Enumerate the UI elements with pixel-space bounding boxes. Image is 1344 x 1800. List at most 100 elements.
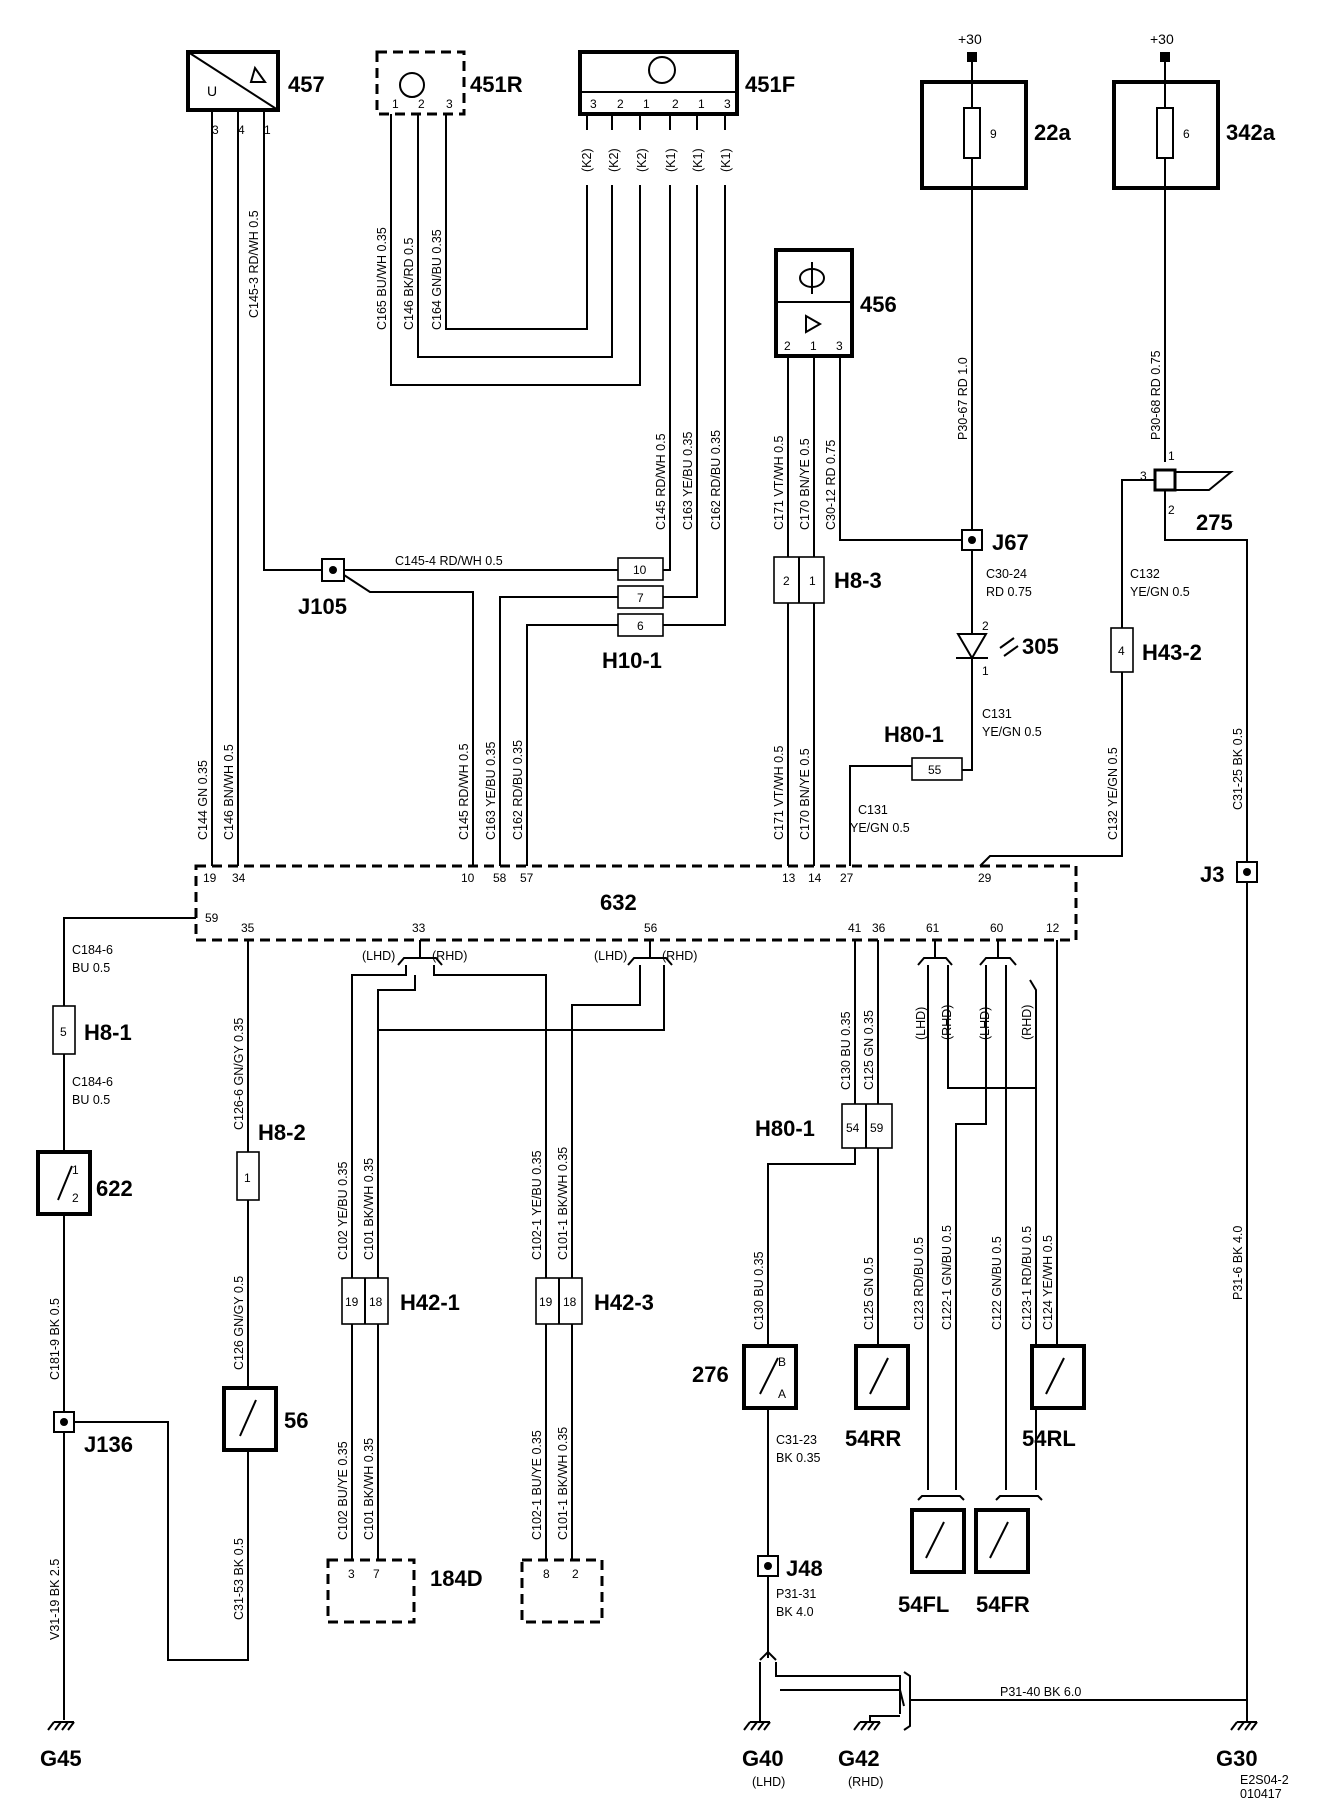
svg-text:010417: 010417	[1240, 1787, 1282, 1800]
svg-text:C132 YE/GN 0.5: C132 YE/GN 0.5	[1106, 747, 1120, 840]
svg-text:YE/GN 0.5: YE/GN 0.5	[1130, 585, 1190, 599]
circuit-h42-3: (LHD) (RHD) C102-1 YE/BU 0.35 C101-1 BK/…	[378, 940, 697, 1560]
component-184d: 3 7 184D 8 2	[326, 1558, 604, 1624]
svg-text:58: 58	[493, 871, 507, 885]
svg-text:C184-6: C184-6	[72, 943, 113, 957]
component-456: 2 1 3 456 C171 VT/WH 0.5 C170 BN/YE 0.5 …	[772, 248, 968, 866]
svg-text:10: 10	[461, 871, 475, 885]
svg-text:H10-1: H10-1	[602, 648, 662, 673]
svg-text:27: 27	[840, 871, 854, 885]
diagram-code: E2S04-2 010417	[1240, 1773, 1289, 1800]
circuit-275: P30-68 RD 0.75 3 1 2 275 C132 YE/GN 0.5 …	[979, 188, 1258, 1712]
svg-text:C31-23: C31-23	[776, 1433, 817, 1447]
svg-text:A: A	[778, 1387, 786, 1401]
svg-text:1: 1	[1168, 449, 1175, 463]
svg-text:6: 6	[1183, 127, 1190, 141]
svg-text:E2S04-2: E2S04-2	[1240, 1773, 1289, 1787]
svg-text:C145 RD/WH 0.5: C145 RD/WH 0.5	[457, 743, 471, 840]
svg-text:C171 VT/WH 0.5: C171 VT/WH 0.5	[772, 435, 786, 530]
svg-text:C162 RD/BU 0.35: C162 RD/BU 0.35	[709, 430, 723, 530]
svg-text:14: 14	[808, 871, 822, 885]
svg-text:C126 GN/GY 0.5: C126 GN/GY 0.5	[232, 1276, 246, 1370]
svg-text:H42-1: H42-1	[400, 1290, 460, 1315]
svg-text:C170 BN/YE 0.5: C170 BN/YE 0.5	[798, 438, 812, 530]
svg-text:C131: C131	[858, 803, 888, 817]
svg-text:C30-12 RD 0.75: C30-12 RD 0.75	[824, 440, 838, 530]
fuse-22a: +30 9 22a	[920, 31, 1071, 190]
svg-text:(K2): (K2)	[580, 148, 594, 172]
svg-text:C163 YE/BU 0.35: C163 YE/BU 0.35	[484, 742, 498, 840]
svg-text:9: 9	[990, 127, 997, 141]
svg-text:3: 3	[836, 339, 843, 353]
svg-text:H8-1: H8-1	[84, 1020, 132, 1045]
svg-text:18: 18	[563, 1295, 577, 1309]
wires-to-632-left: C144 GN 0.35 C146 BN/WH 0.5	[196, 744, 236, 840]
svg-text:6: 6	[637, 619, 644, 633]
svg-text:2: 2	[783, 574, 790, 588]
svg-text:451R: 451R	[470, 72, 523, 97]
relay-labels: (K2) (K2) (K2) (K1) (K1) (K1)	[580, 148, 733, 172]
svg-text:34: 34	[232, 871, 246, 885]
svg-text:V31-19 BK 2.5: V31-19 BK 2.5	[48, 1559, 62, 1640]
svg-text:P31-6 BK 4.0: P31-6 BK 4.0	[1231, 1226, 1245, 1300]
svg-text:C30-24: C30-24	[986, 567, 1027, 581]
svg-text:(LHD): (LHD)	[362, 949, 395, 963]
svg-text:(K2): (K2)	[607, 148, 621, 172]
svg-text:1: 1	[810, 339, 817, 353]
svg-text:H8-2: H8-2	[258, 1120, 306, 1145]
svg-text:C146 BN/WH 0.5: C146 BN/WH 0.5	[222, 744, 236, 840]
svg-text:59: 59	[205, 911, 219, 925]
svg-text:(LHD): (LHD)	[594, 949, 627, 963]
svg-text:3: 3	[1140, 469, 1147, 483]
svg-text:C145 RD/WH 0.5: C145 RD/WH 0.5	[654, 433, 668, 530]
svg-text:C162 RD/BU 0.35: C162 RD/BU 0.35	[511, 740, 525, 840]
svg-text:451F: 451F	[745, 72, 795, 97]
svg-text:C31-53 BK 0.5: C31-53 BK 0.5	[232, 1538, 246, 1620]
junction-j105: J105 C145-4 RD/WH 0.5 C145 RD/WH 0.5	[298, 554, 618, 866]
component-457: U 457 3 4 1	[186, 50, 325, 137]
svg-text:33: 33	[412, 921, 426, 935]
svg-text:12: 12	[1046, 921, 1060, 935]
svg-text:19: 19	[539, 1295, 553, 1309]
svg-text:13: 13	[782, 871, 796, 885]
svg-text:C102 BU/YE 0.35: C102 BU/YE 0.35	[336, 1441, 350, 1540]
svg-text:2: 2	[72, 1191, 79, 1205]
svg-text:4: 4	[1118, 644, 1125, 658]
svg-text:C31-25 BK 0.5: C31-25 BK 0.5	[1231, 728, 1245, 810]
svg-text:P31-40 BK 6.0: P31-40 BK 6.0	[1000, 1685, 1081, 1699]
svg-text:632: 632	[600, 890, 637, 915]
svg-text:275: 275	[1196, 510, 1233, 535]
svg-text:36: 36	[872, 921, 886, 935]
svg-text:60: 60	[990, 921, 1004, 935]
svg-text:305: 305	[1022, 634, 1059, 659]
svg-text:3: 3	[348, 1567, 355, 1581]
svg-text:C102-1 YE/BU 0.35: C102-1 YE/BU 0.35	[530, 1150, 544, 1260]
svg-text:276: 276	[692, 1362, 729, 1387]
circuit-h42-1: (LHD) (RHD) C102 YE/BU 0.35 C101 BK/WH 0…	[336, 940, 547, 1560]
svg-text:3: 3	[446, 97, 453, 111]
svg-text:54: 54	[846, 1121, 860, 1135]
svg-text:19: 19	[203, 871, 217, 885]
svg-text:C102-1 BU/YE 0.35: C102-1 BU/YE 0.35	[530, 1430, 544, 1540]
component-451f: 3 2 1 2 1 3 451F	[578, 50, 795, 116]
svg-text:(K2): (K2)	[635, 148, 649, 172]
svg-text:C122 GN/BU 0.5: C122 GN/BU 0.5	[990, 1236, 1004, 1330]
svg-text:5: 5	[60, 1025, 67, 1039]
svg-text:(LHD): (LHD)	[752, 1775, 785, 1789]
svg-text:C125 GN 0.5: C125 GN 0.5	[862, 1257, 876, 1330]
svg-text:(RHD): (RHD)	[432, 949, 467, 963]
svg-text:J67: J67	[992, 530, 1029, 555]
svg-text:1: 1	[982, 664, 989, 678]
circuit-622: C184-6 BU 0.5 5 H8-1 C184-6 BU 0.5 1 2 6…	[36, 917, 249, 1771]
svg-text:1: 1	[698, 97, 705, 111]
svg-text:C145-4 RD/WH 0.5: C145-4 RD/WH 0.5	[395, 554, 503, 568]
svg-text:56: 56	[644, 921, 658, 935]
svg-text:57: 57	[520, 871, 534, 885]
svg-text:C184-6: C184-6	[72, 1075, 113, 1089]
svg-text:J48: J48	[786, 1556, 823, 1581]
svg-text:(RHD): (RHD)	[662, 949, 697, 963]
svg-text:4: 4	[238, 123, 245, 137]
svg-text:2: 2	[617, 97, 624, 111]
svg-text:C181-9 BK 0.5: C181-9 BK 0.5	[48, 1298, 62, 1380]
